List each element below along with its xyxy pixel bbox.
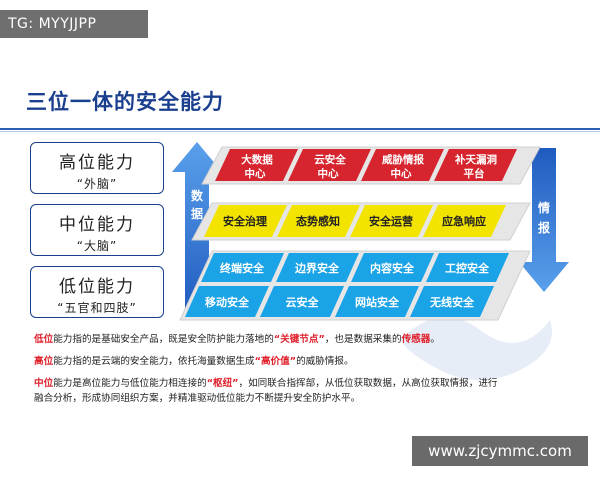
mid-tile-0: [204, 205, 287, 237]
low-r1-tile-3: [426, 253, 509, 282]
intel-arrow-down: 情 报: [519, 148, 569, 292]
level-box-low: 低位能力 “五官和四肢”: [30, 266, 164, 318]
caption-high-term: 高位: [34, 356, 54, 367]
data-label-char-1: 数: [191, 188, 204, 203]
top-tile-0-line1: 大数据: [241, 153, 273, 166]
level-box-mid: 中位能力 “大脑”: [30, 204, 164, 256]
level-sub-mid: “大脑”: [76, 239, 118, 253]
mid-tile-1-label: 态势感知: [296, 214, 340, 228]
data-label-char-2: 据: [191, 206, 203, 221]
background-watermark-graphic: [400, 317, 552, 380]
low-r2-tile-1: [260, 286, 344, 317]
caption-high-key1: “高价值”: [254, 356, 297, 367]
low-r1-tile-1-label: 边界安全: [294, 261, 340, 275]
caption-mid-text-c: 融合分析，形成协同组织方案，并精准驱动低位能力不断提升安全防护水平。: [34, 393, 361, 404]
low-r1-tile-2: [351, 253, 434, 282]
level-name-high: 高位能力: [59, 153, 135, 173]
level-name-mid: 中位能力: [59, 215, 135, 235]
low-r1-tile-3-label: 工控安全: [445, 261, 490, 275]
bottom-layer-row2: 移动安全 云安全 网站安全 无线安全: [185, 286, 494, 317]
caption-low-key1: “关键节点”: [273, 334, 325, 345]
caption-high: 高位能力指的是云端的安全能力，依托海量数据生成“高价值”的威胁情报。: [34, 354, 574, 369]
level-name-low: 低位能力: [59, 277, 135, 297]
low-r1-tile-0-label: 终端安全: [220, 261, 265, 275]
caption-low-key2: 传感器: [401, 334, 431, 345]
middle-layer: 安全治理 态势感知 安全运营 应急响应: [204, 205, 506, 237]
top-layer: 大数据 中心 云安全 中心 威胁情报 中心 补天漏洞 平台: [215, 149, 517, 181]
title-divider: [0, 128, 600, 130]
data-arrow-up: 数 据: [172, 142, 222, 316]
low-r2-tile-1-label: 云安全: [286, 295, 320, 309]
top-tile-0-line2: 中心: [245, 167, 266, 180]
low-r2-tile-2: [335, 286, 419, 317]
mid-tile-2: [350, 205, 433, 237]
mid-tile-1: [277, 205, 360, 237]
top-tile-1: [288, 149, 371, 181]
top-tile-3: [434, 149, 517, 181]
caption-high-text-b: 的威胁情报。: [296, 356, 354, 367]
mid-tile-3-label: 应急响应: [442, 214, 486, 228]
caption-mid: 中位能力是高位能力与低位能力相连接的“枢纽”，如同联合指挥部，从低位获取数据，从…: [34, 376, 574, 406]
caption-mid-text-a: 能力是高位能力与低位能力相连接的: [53, 378, 207, 389]
top-tile-2-line1: 威胁情报: [382, 153, 424, 166]
top-tile-3-line1: 补天漏洞: [454, 153, 497, 166]
intel-label-char-2: 报: [538, 220, 550, 235]
mid-tile-2-label: 安全运营: [369, 214, 413, 228]
intel-label-char-1: 情: [538, 200, 550, 215]
low-r2-tile-0: [185, 286, 269, 317]
watermark-tag: TG: MYYJJPP: [0, 10, 148, 38]
top-tile-2-line2: 中心: [391, 167, 412, 180]
top-tile-1-line2: 中心: [318, 167, 339, 180]
caption-high-text-a: 能力指的是云端的安全能力，依托海量数据生成: [53, 356, 255, 367]
caption-mid-key1: “枢纽”: [206, 378, 239, 389]
low-r1-tile-0: [201, 253, 284, 282]
top-tile-3-line2: 平台: [464, 167, 485, 180]
caption-low-term: 低位: [34, 334, 54, 345]
caption-mid-term: 中位: [34, 378, 54, 389]
level-sub-high: “外脑”: [76, 177, 118, 191]
low-r1-tile-1: [276, 253, 359, 282]
top-tile-0: [215, 149, 298, 181]
bottom-layer-row1: 终端安全 边界安全 内容安全 工控安全: [201, 253, 509, 282]
low-r2-tile-3: [410, 286, 494, 317]
caption-low-text-b: ，也是数据采集的: [324, 334, 402, 345]
top-tile-2: [361, 149, 444, 181]
low-r2-tile-3-label: 无线安全: [429, 295, 475, 309]
level-box-high: 高位能力 “外脑”: [30, 142, 164, 194]
caption-low: 低位能力指的是基础安全产品，既是安全防护能力落地的“关键节点”，也是数据采集的传…: [34, 332, 574, 347]
caption-low-text-a: 能力指的是基础安全产品，既是安全防护能力落地的: [53, 334, 274, 345]
title-divider-light: [0, 131, 600, 132]
mid-tile-3: [423, 205, 506, 237]
top-tile-1-line1: 云安全: [314, 153, 346, 166]
url-watermark-badge: www.zjcymmc.com: [412, 436, 588, 466]
caption-mid-text-b: ，如同联合指挥部，从低位获取数据，从高位获取情报，进行: [238, 378, 498, 389]
low-r1-tile-2-label: 内容安全: [370, 261, 415, 275]
level-sub-low: “五官和四肢”: [57, 301, 137, 315]
caption-low-text-c: 。: [430, 334, 440, 345]
low-r2-tile-2-label: 网站安全: [355, 295, 400, 309]
low-r2-tile-0-label: 移动安全: [205, 295, 250, 309]
page-title: 三位一体的安全能力: [26, 90, 224, 114]
mid-tile-0-label: 安全治理: [223, 214, 267, 228]
